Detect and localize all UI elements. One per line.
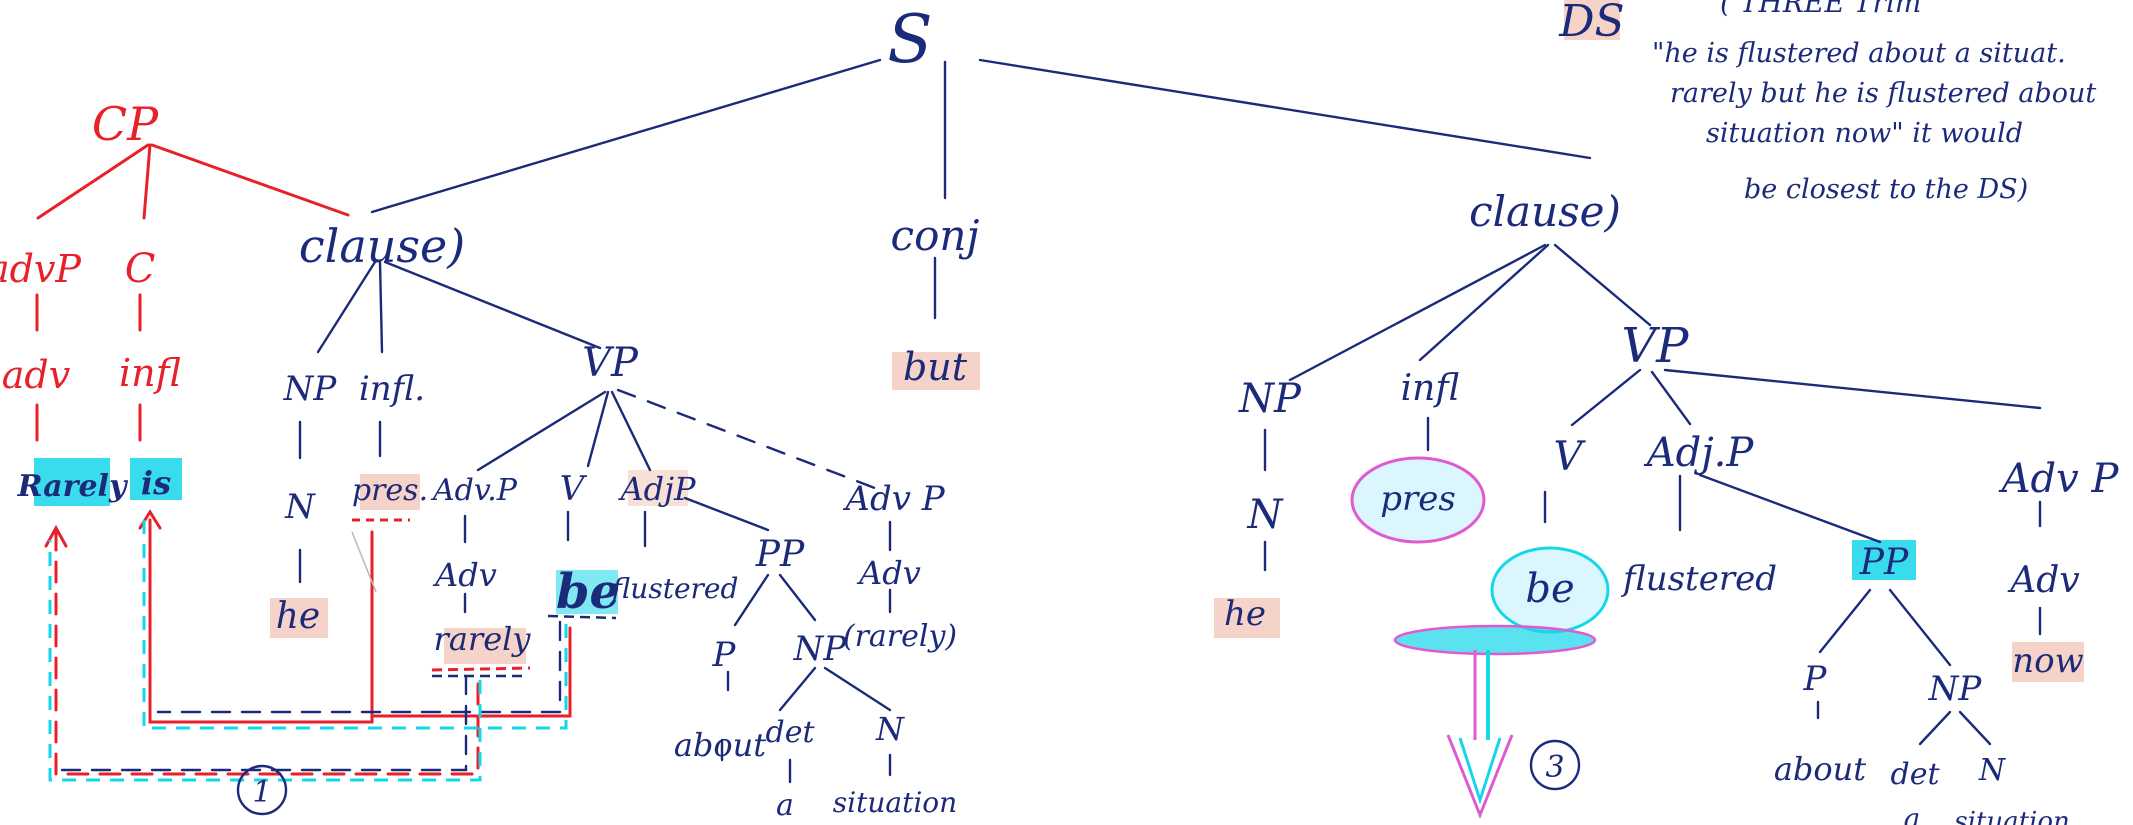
word-a-left: a: [776, 788, 794, 823]
word-a-right: a: [1904, 802, 1921, 825]
node-vp-right: VP: [1622, 318, 1690, 374]
node-advp-inner: Adv.P: [430, 473, 518, 508]
node-cp: CP: [92, 97, 159, 151]
word-be-left: be: [556, 564, 620, 620]
node-adjp-right: Adj.P: [1643, 430, 1755, 476]
cp-branches: [35, 143, 350, 442]
word-now: now: [2012, 641, 2083, 681]
circle-1: [236, 764, 288, 816]
word-rarely-fronted: Rarely: [17, 469, 129, 504]
node-det-right: det: [1890, 757, 1940, 792]
highlight-salmon-rarely-inner: [444, 628, 526, 664]
highlight-salmon-pres-left: [360, 474, 420, 510]
tree-branches: [298, 58, 2042, 784]
node-np-right: NP: [1238, 376, 1302, 422]
node-adv-inner: Adv: [432, 556, 497, 594]
movement-arrows: [44, 509, 617, 782]
highlight-cyan-pp-right: [1852, 540, 1916, 580]
note-line-3: situation now" it would: [1706, 118, 2023, 149]
node-n-left: N: [284, 487, 316, 527]
node-np2-right: NP: [1928, 669, 1983, 709]
node-advp-right: Adv P: [1998, 456, 2120, 502]
node-p-left: P: [712, 635, 737, 675]
node-c: C: [125, 246, 156, 292]
node-n-right: N: [1247, 492, 1285, 538]
highlights: [34, 352, 2084, 682]
node-conj: conj: [891, 211, 980, 260]
node-vp-left: VP: [582, 340, 639, 386]
node-n2-right: N: [1978, 753, 2007, 788]
word-be-right: be: [1525, 566, 1574, 612]
node-s: S: [887, 1, 932, 78]
node-np2-left: NP: [793, 629, 848, 669]
word-situation-right: situation: [1954, 807, 2070, 825]
node-det-left: det: [765, 715, 815, 750]
highlight-salmon-adjp-left: [628, 470, 688, 506]
highlight-salmon-he-left: [270, 598, 328, 638]
node-v-right: V: [1554, 434, 1587, 480]
highlight-salmon-now: [2012, 642, 2084, 682]
word-rarely-trace: (rarely): [843, 619, 957, 654]
word-but: but: [903, 345, 968, 389]
word-he-right: he: [1224, 594, 1266, 634]
down-arrow-base: [1393, 624, 1597, 656]
node-adv-right: Adv: [2007, 560, 2079, 601]
node-adjp-left: AdjP: [617, 470, 696, 508]
node-infl-left: infl.: [359, 369, 425, 409]
word-pres-left: pres.: [352, 473, 428, 508]
node-p-right: P: [1803, 659, 1828, 699]
note-line-2: rarely but he is flustered about: [1670, 78, 2096, 109]
note-line-4: be closest to the DS): [1744, 174, 2028, 205]
word-is-fronted: is: [141, 464, 171, 502]
circle-1-number: 1: [252, 775, 271, 810]
node-adv-right-left: Adv: [856, 554, 921, 592]
circle-3-number: 3: [1545, 750, 1564, 785]
word-flustered-right: flustered: [1620, 559, 1777, 599]
node-np-left: NP: [283, 369, 338, 409]
node-adv: adv: [2, 353, 71, 397]
word-situation-left: situation: [833, 786, 957, 819]
highlight-salmon-he-right: [1214, 598, 1280, 638]
pres-ring: [1350, 456, 1486, 544]
node-c-infl: infl: [119, 351, 181, 395]
circle-3: [1529, 739, 1581, 791]
node-clause-left: clause): [299, 219, 465, 273]
note-line-1: "he is flustered about a situat.: [1652, 38, 2066, 69]
note-top: ( THREE Trim: [1720, 0, 1921, 19]
node-infl-right: infl: [1401, 368, 1460, 409]
right-emphasis: [236, 456, 1610, 820]
highlight-cyan-rarely: [34, 458, 110, 506]
word-about-right: about: [1774, 750, 1866, 788]
node-v-left: V: [560, 469, 588, 509]
node-advp-right-left: Adv P: [842, 479, 945, 519]
word-about-left: about: [674, 726, 766, 764]
node-clause-right: clause): [1469, 187, 1621, 236]
ds-highlight: [1564, 0, 1620, 40]
ds-label: DS: [1558, 0, 1624, 47]
node-n2-left: N: [875, 710, 905, 748]
highlight-salmon-but: [892, 352, 980, 390]
word-pres-right: pres: [1380, 479, 1456, 519]
highlight-cyan-be: [556, 570, 618, 614]
word-he-left: he: [276, 596, 321, 637]
node-pp-right: PP: [1859, 542, 1909, 583]
word-flustered-left: flustered: [610, 572, 739, 605]
node-advp: advP: [0, 247, 82, 291]
highlight-cyan-is: [130, 458, 182, 500]
word-rarely-inner: rarely: [434, 620, 532, 658]
node-pp-left: PP: [755, 534, 805, 575]
